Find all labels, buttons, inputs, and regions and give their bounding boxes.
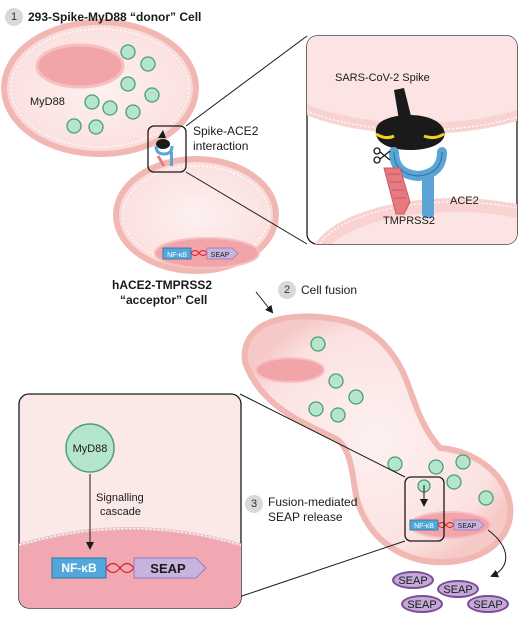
tmprss2-protease	[383, 167, 411, 215]
acceptor-cell	[113, 156, 279, 274]
seap-bubbles	[392, 571, 509, 613]
step-3-title-line2: SEAP release	[268, 510, 343, 524]
step-2-title: Cell fusion	[301, 283, 358, 297]
seap-bubble-4: SEAP	[473, 599, 502, 611]
myd88-circle-label: MyD88	[73, 443, 108, 455]
acceptor-cell-label-line2: “acceptor” Cell	[120, 293, 208, 307]
sars-spike-label: SARS-CoV-2 Spike	[335, 72, 430, 84]
step-1-title: 293-Spike-MyD88 “donor” Cell	[28, 10, 202, 24]
acceptor-cell-label-line1: hACE2-TMPRSS2	[112, 278, 213, 292]
step-3-badge: 3	[245, 495, 263, 513]
myd88-large	[65, 423, 115, 473]
small-seap-arrow	[206, 247, 239, 260]
seap-bubble-3: SEAP	[407, 599, 436, 611]
zoom-panel-spike	[306, 35, 518, 245]
signalling-label-line1: Signalling	[96, 492, 144, 504]
small-seap-label: SEAP	[211, 252, 230, 259]
fused-seap-label: SEAP	[458, 523, 477, 530]
scissors-icon	[373, 147, 391, 164]
small-nfkb-label: NF-κB	[167, 252, 187, 259]
step-3-title-line1: Fusion-mediated	[268, 495, 358, 509]
secretion-arrow	[487, 529, 507, 578]
ace2-label: ACE2	[450, 195, 479, 207]
zoom-panel-signalling	[18, 393, 242, 609]
fused-nfkb-label: NF-κB	[414, 523, 434, 530]
seap-gene-arrow	[133, 557, 207, 579]
fused-myd88-dots	[308, 336, 494, 506]
seap-bubble-1: SEAP	[398, 575, 427, 587]
step-2-badge: 2	[278, 281, 296, 299]
fusion-arrow	[255, 291, 274, 314]
spike-ace2-label-line2: interaction	[193, 139, 249, 153]
interaction-zoom-box	[147, 35, 308, 245]
step-1-badge: 1	[5, 8, 23, 26]
seap-bubble-2: SEAP	[443, 584, 472, 596]
nfkb-label: NF-κB	[61, 561, 97, 575]
spike-head	[375, 114, 445, 150]
seap-gene-label: SEAP	[150, 561, 186, 576]
spike-ace2-label-line1: Spike-ACE2	[193, 124, 259, 138]
fused-nucleus-1	[255, 357, 325, 383]
donor-cell	[1, 19, 199, 157]
tmprss2-label: TMPRSS2	[383, 215, 435, 227]
myd88-label: MyD88	[30, 96, 65, 108]
signalling-zoom-box	[235, 393, 445, 599]
myd88-dots	[66, 44, 160, 135]
donor-nucleus	[35, 43, 125, 89]
signalling-label-line2: cascade	[100, 506, 141, 518]
